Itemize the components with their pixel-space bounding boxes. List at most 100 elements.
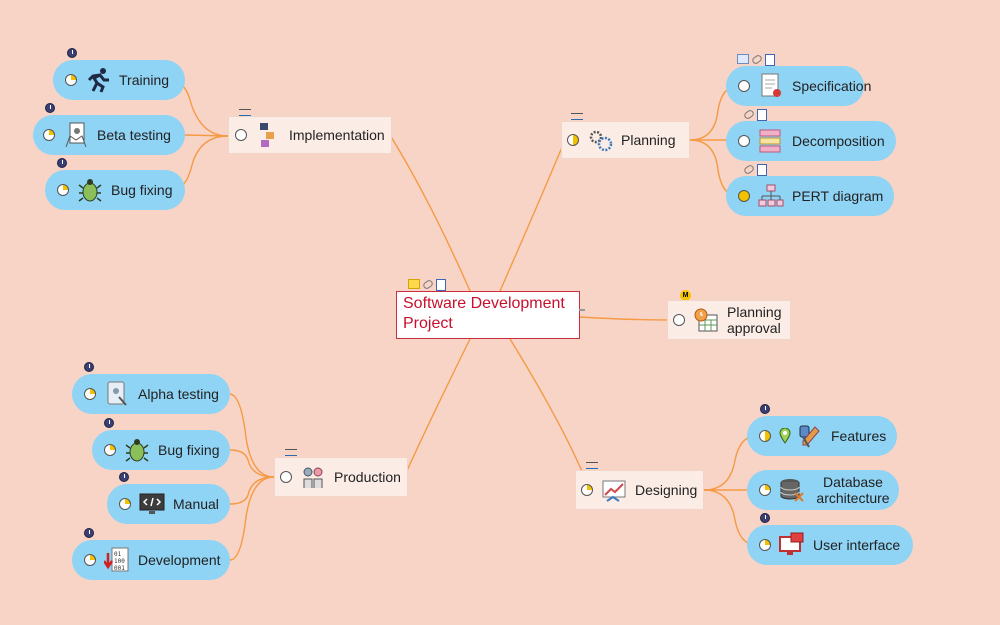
topic-alpha-testing[interactable]: Alpha testing: [72, 374, 230, 414]
root-topic[interactable]: Software Development Project: [396, 291, 585, 339]
topic-user-interface[interactable]: User interface: [747, 525, 913, 565]
topic-label: PERT diagram: [792, 188, 884, 204]
branch-label: Planning: [621, 132, 676, 148]
clock-icon: [84, 528, 94, 538]
branch-label: Implementation: [289, 127, 385, 143]
design-chart-icon: [601, 477, 627, 503]
task-progress-icon: [43, 129, 55, 141]
topic-bug-fixing-prod[interactable]: Bug fixing: [92, 430, 230, 470]
running-man-icon: [85, 67, 111, 93]
gears-icon: [587, 127, 613, 153]
clock-icon: [104, 418, 114, 428]
task-progress-icon: [738, 135, 750, 147]
topic-bug-fixing-impl[interactable]: Bug fixing: [45, 170, 185, 210]
link-root-approval: [579, 316, 671, 321]
topic-manual[interactable]: Manual: [107, 484, 230, 524]
clock-icon: [760, 404, 770, 414]
topic-database-architecture[interactable]: Database architecture: [747, 470, 899, 510]
blocks-icon: [255, 122, 281, 148]
root-attachments[interactable]: [408, 278, 446, 291]
task-progress-icon: [759, 430, 771, 442]
collapse-toggle[interactable]: [579, 309, 585, 311]
clock-icon: [67, 48, 77, 58]
svg-text:01: 01: [114, 551, 122, 558]
topic-label: Decomposition: [792, 133, 885, 149]
decomp-attachments[interactable]: [742, 108, 767, 121]
task-progress-icon: [84, 388, 96, 400]
location-pin-icon: [779, 423, 791, 449]
branch-planning-approval[interactable]: Planning approval: [667, 300, 791, 340]
spec-attachments[interactable]: [737, 53, 775, 66]
topic-pert-diagram[interactable]: PERT diagram: [726, 176, 894, 216]
topic-specification[interactable]: Specification: [726, 66, 871, 106]
milestone-badge: M: [680, 290, 691, 301]
topic-label: Specification: [792, 78, 872, 94]
branch-implementation[interactable]: Implementation: [228, 116, 392, 154]
branch-production[interactable]: Production: [274, 457, 408, 497]
list-blocks-icon: [758, 128, 784, 154]
task-progress-icon: [759, 484, 771, 496]
link-icon[interactable]: [742, 163, 756, 176]
root-title: Software Development Project: [403, 295, 565, 332]
link-root-implementation: [389, 134, 471, 292]
task-progress-icon: [104, 444, 116, 456]
task-list-icon: [586, 462, 598, 469]
monitor-window-icon: [779, 532, 805, 558]
note-icon[interactable]: [436, 279, 446, 291]
topic-label: Training: [119, 72, 170, 88]
task-progress-icon: [57, 184, 69, 196]
note-icon[interactable]: [757, 109, 767, 121]
pert-attachments[interactable]: [742, 163, 767, 176]
task-progress-icon: [738, 190, 750, 202]
branch-planning[interactable]: Planning: [561, 121, 690, 159]
task-progress-icon: [65, 74, 77, 86]
task-progress-icon: [581, 484, 593, 496]
link-icon[interactable]: [421, 278, 435, 291]
clock-icon: [119, 472, 129, 482]
branch-designing[interactable]: Designing: [575, 470, 704, 510]
svg-text:001: 001: [114, 565, 125, 572]
folder-icon[interactable]: [408, 279, 420, 289]
topic-features[interactable]: Features: [747, 416, 897, 456]
topic-label: Features: [831, 428, 887, 444]
people-gears-icon: [300, 464, 326, 490]
bug-icon: [77, 177, 103, 203]
task-list-icon: [285, 449, 297, 456]
task-progress-icon: [84, 554, 96, 566]
link-root-designing: [509, 338, 586, 479]
clock-icon: [57, 158, 67, 168]
link-icon[interactable]: [742, 108, 756, 121]
topic-label: Development: [138, 552, 221, 568]
hierarchy-icon: [758, 183, 784, 209]
task-list-icon: [239, 109, 251, 116]
link-root-production: [404, 338, 471, 476]
tablet-test-icon: [104, 381, 130, 407]
topic-training[interactable]: Training: [53, 60, 185, 100]
note-icon[interactable]: [765, 54, 775, 66]
task-progress-icon: [759, 539, 771, 551]
topic-beta-testing[interactable]: Beta testing: [33, 115, 185, 155]
task-progress-icon: [673, 314, 685, 326]
topic-decomposition[interactable]: Decomposition: [726, 121, 896, 161]
clock-icon: [45, 103, 55, 113]
clock-icon: [760, 513, 770, 523]
branch-label: Designing: [635, 482, 698, 498]
mail-icon[interactable]: [737, 54, 749, 64]
document-person-icon: [63, 122, 89, 148]
topic-label: Alpha testing: [138, 386, 219, 402]
link-prod-dev: [229, 476, 275, 561]
link-icon[interactable]: [750, 53, 764, 66]
code-monitor-icon: [139, 491, 165, 517]
bug-icon: [124, 437, 150, 463]
note-icon[interactable]: [757, 164, 767, 176]
topic-label: Manual: [173, 496, 219, 512]
topic-label: Beta testing: [97, 127, 171, 143]
calendar-clock-icon: [693, 307, 719, 333]
task-list-icon: [571, 113, 583, 120]
topic-label: Bug fixing: [111, 182, 173, 198]
task-progress-icon: [738, 80, 750, 92]
